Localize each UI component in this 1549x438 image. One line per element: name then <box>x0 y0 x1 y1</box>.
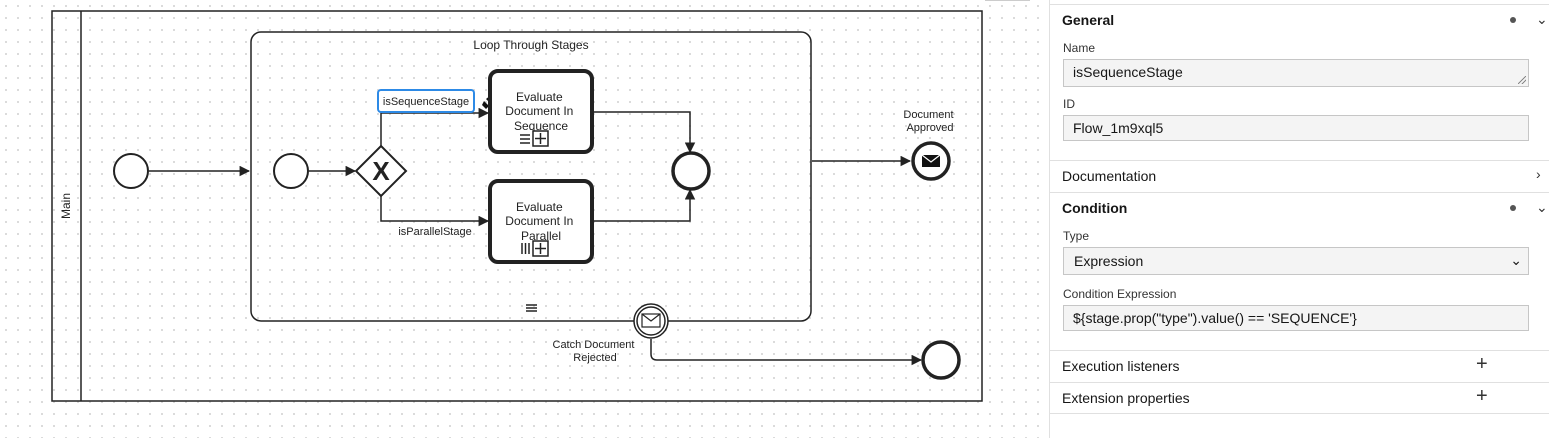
start-event[interactable] <box>113 153 149 189</box>
svg-text:isSequenceStage: isSequenceStage <box>383 96 469 108</box>
svg-text:Catch Document Rejected: Catch Document Rejected <box>553 339 638 364</box>
type-label: Type <box>1063 229 1090 243</box>
condition-expression-value: ${stage.prop("type").value() == 'SEQUENC… <box>1073 310 1357 326</box>
group-documentation-title: Documentation <box>1062 168 1157 184</box>
group-extension-properties-title: Extension properties <box>1062 390 1190 406</box>
boundary-event-catch-document-rejected[interactable] <box>633 303 669 339</box>
svg-text:Evaluate Document In: Evaluate Document In Parallel <box>505 200 576 243</box>
task-sequence-line-3: Sequence <box>514 119 568 133</box>
task-parallel-line-3: Parallel <box>521 229 561 243</box>
parallel-multi-instance-icon <box>521 243 530 254</box>
group-execution-listeners-header[interactable]: Execution listeners + <box>1050 350 1549 380</box>
rejected-label-line-1: Catch Document <box>553 339 635 351</box>
name-input[interactable]: isSequenceStage <box>1063 59 1529 87</box>
inner-end-event[interactable] <box>671 151 711 191</box>
flow-rejected-to-end[interactable] <box>650 339 923 366</box>
changed-indicator-dot-icon-2 <box>1510 205 1516 211</box>
rejected-label-line-2: Rejected <box>573 352 616 364</box>
gateway-x-icon: X <box>372 156 390 186</box>
type-select-value: Expression <box>1074 253 1144 269</box>
id-label: ID <box>1063 97 1075 111</box>
condition-expression-label: Condition Expression <box>1063 287 1177 301</box>
bpmn-canvas[interactable]: Main Loop Through Stages X i <box>0 0 1049 438</box>
panel-bottom-divider <box>1050 413 1549 414</box>
task-parallel-line-1: Evaluate <box>516 200 563 214</box>
sequential-loop-marker-icon <box>526 304 537 312</box>
subprocess-label: Loop Through Stages <box>473 38 588 52</box>
task-evaluate-document-in-parallel[interactable]: Evaluate Document In Parallel <box>488 179 594 264</box>
task-parallel-line-2: Document In <box>505 214 573 228</box>
end-event-rejected[interactable] <box>921 340 961 380</box>
flow-label-is-sequence-stage[interactable]: isSequenceStage <box>377 89 475 113</box>
changed-indicator-dot-icon <box>1510 17 1516 23</box>
group-extension-properties-header[interactable]: Extension properties + <box>1050 382 1549 412</box>
group-condition-header[interactable]: Condition ⌄ <box>1050 192 1549 222</box>
name-label: Name <box>1063 41 1096 55</box>
collapsed-subprocess-icon <box>532 130 549 147</box>
end-event-document-approved[interactable] <box>911 141 951 181</box>
svg-text:Evaluate Document In: Evaluate Document In Sequence <box>505 90 576 133</box>
approved-label-line-1: Document <box>903 109 953 121</box>
exclusive-gateway[interactable]: X <box>354 144 408 198</box>
svg-text:Document Approved: Document Approved <box>903 109 956 134</box>
subprocess-loop-through-stages[interactable]: Loop Through Stages <box>250 31 812 322</box>
id-input[interactable]: Flow_1m9xql5 <box>1063 115 1529 141</box>
type-select[interactable]: Expression ⌄ <box>1063 247 1529 275</box>
add-extension-property-plus-icon[interactable]: + <box>1476 385 1488 407</box>
task-sequence-line-2: Document In <box>505 104 573 118</box>
message-outline-icon <box>641 313 661 328</box>
condition-expression-input[interactable]: ${stage.prop("type").value() == 'SEQUENC… <box>1063 305 1529 331</box>
properties-panel: General ⌄ Name isSequenceStage ID Flow_1… <box>1049 0 1549 438</box>
pool-main[interactable]: Main <box>51 10 983 402</box>
flow-is-parallel-stage[interactable] <box>380 196 490 227</box>
canvas-toolbar-edge <box>985 0 1030 1</box>
chevron-down-icon-2[interactable]: ⌄ <box>1536 199 1548 215</box>
chevron-right-icon[interactable]: › <box>1536 166 1541 182</box>
flow-parallel-to-inner-end[interactable] <box>594 188 696 222</box>
pool-label: Main <box>59 193 73 219</box>
flow-sequence-to-inner-end[interactable] <box>594 111 696 154</box>
name-input-value: isSequenceStage <box>1073 64 1183 80</box>
resize-grip-icon[interactable] <box>1518 76 1526 84</box>
flow-is-sequence-stage[interactable] <box>380 107 490 146</box>
flow-label-is-parallel-stage: isParallelStage <box>398 226 471 238</box>
id-input-value: Flow_1m9xql5 <box>1073 120 1164 136</box>
bpmn-diagram[interactable]: Main Loop Through Stages X i <box>0 0 1049 438</box>
collapsed-subprocess-icon-2 <box>532 240 549 257</box>
sequential-multi-instance-icon <box>520 134 530 144</box>
group-general-header[interactable]: General ⌄ <box>1050 4 1549 34</box>
group-execution-listeners-title: Execution listeners <box>1062 358 1180 374</box>
chevron-down-icon[interactable]: ⌄ <box>1536 11 1548 27</box>
task-evaluate-document-in-sequence[interactable]: Evaluate Document In Sequence <box>488 69 594 154</box>
select-chevron-down-icon: ⌄ <box>1510 252 1522 268</box>
add-execution-listener-plus-icon[interactable]: + <box>1476 353 1488 375</box>
group-documentation-header[interactable]: Documentation › <box>1050 160 1549 190</box>
approved-label-line-2: Approved <box>906 122 953 134</box>
group-general-title: General <box>1062 12 1115 28</box>
group-condition-title: Condition <box>1062 200 1128 216</box>
message-filled-icon <box>921 154 941 167</box>
task-sequence-line-1: Evaluate <box>516 90 563 104</box>
inner-start-event[interactable] <box>273 153 309 189</box>
